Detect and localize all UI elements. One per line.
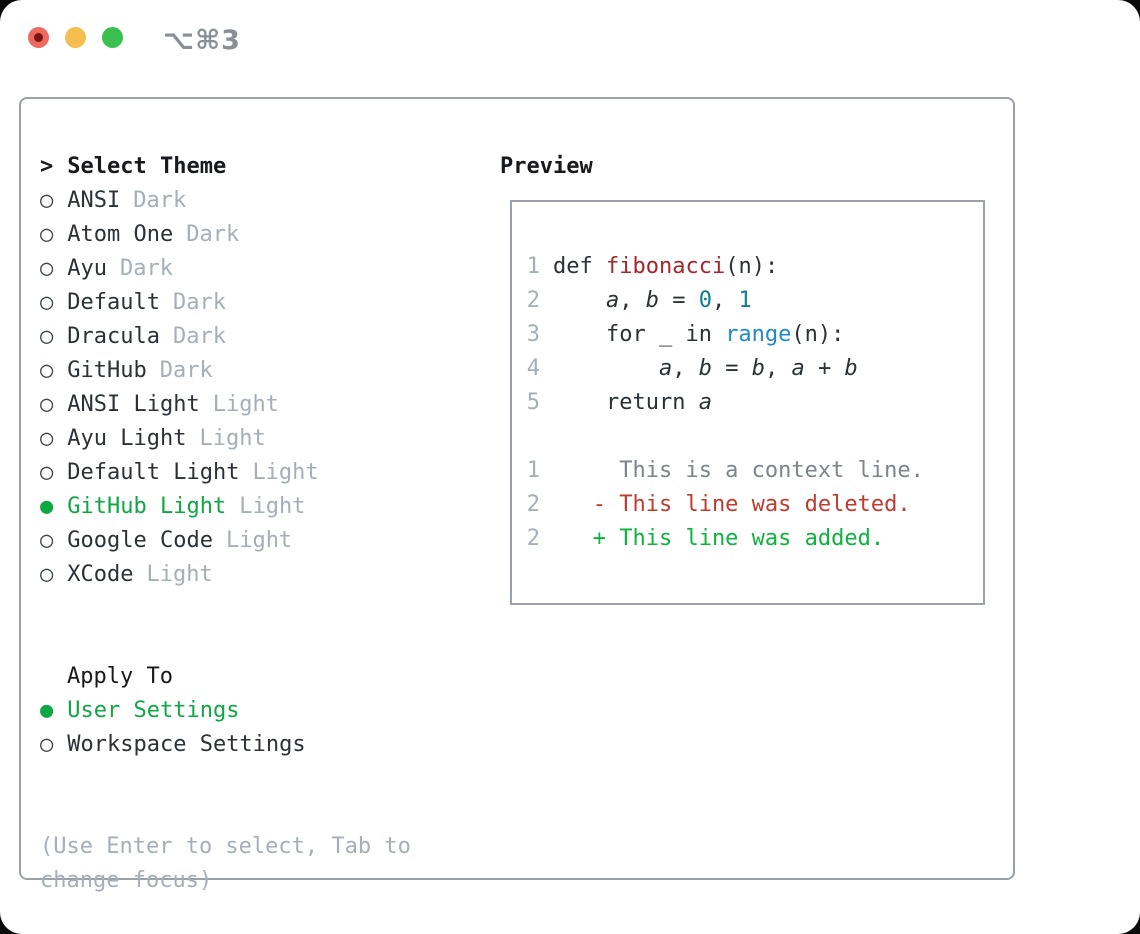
theme-name: GitHub Light [67, 494, 227, 519]
theme-option-google-code[interactable]: ○ Google Code Light [40, 524, 480, 558]
theme-variant: Light [252, 460, 319, 485]
window-title: ⌥⌘3 [163, 25, 241, 56]
theme-name: ANSI Light [67, 392, 200, 417]
theme-variant: Dark [172, 324, 226, 349]
theme-variant: Light [212, 392, 279, 417]
line-number: 5 [526, 390, 540, 415]
spacer [40, 626, 480, 660]
traffic-lights [28, 27, 139, 48]
theme-name: Dracula [67, 324, 160, 349]
line-number: 1 [526, 254, 540, 279]
code-content: a, b = b, a + b [658, 356, 858, 381]
line-number: 2 [526, 288, 540, 313]
keyboard-hint: (Use Enter to select, Tab to change focu… [40, 834, 411, 893]
preview-column: Preview 1 def fibonacci(n): 2 a, b = 0, … [500, 99, 1013, 878]
diff-deleted-text: - This line was deleted. [553, 492, 911, 517]
window-titlebar: ⌥⌘3 [0, 0, 1140, 97]
theme-option-github-dark[interactable]: ○ GitHub Dark [40, 354, 480, 388]
theme-option-default-dark[interactable]: ○ Default Dark [40, 286, 480, 320]
theme-name: ANSI [67, 188, 121, 213]
theme-option-default-light[interactable]: ○ Default Light Light [40, 456, 480, 490]
theme-option-ayu-light[interactable]: ○ Ayu Light Light [40, 422, 480, 456]
theme-variant: Light [199, 426, 266, 451]
theme-name: Atom One [67, 222, 174, 247]
theme-list-title: Select Theme [67, 154, 227, 179]
radio-unselected-icon: ○ [40, 460, 54, 485]
radio-unselected-icon: ○ [40, 188, 54, 213]
theme-option-xcode[interactable]: ○ XCode Light [40, 558, 480, 592]
theme-name: XCode [67, 562, 134, 587]
line-number: 1 [526, 458, 540, 483]
radio-unselected-icon: ○ [40, 562, 54, 587]
theme-variant: Dark [186, 222, 240, 247]
theme-variant: Light [239, 494, 306, 519]
radio-unselected-icon: ○ [40, 222, 54, 247]
theme-variant: Light [225, 528, 293, 553]
radio-unselected-icon: ○ [40, 358, 54, 383]
code-line: 5 return a [524, 386, 983, 420]
code-line: 2 a, b = 0, 1 [524, 284, 983, 318]
apply-to-header: Apply To [67, 664, 173, 689]
theme-option-ansi-dark[interactable]: ○ ANSI Dark [40, 184, 480, 218]
code-content: a, b = 0, 1 [605, 288, 752, 313]
unsaved-dot-icon [34, 33, 43, 42]
close-button[interactable] [28, 27, 49, 48]
theme-option-ayu-dark[interactable]: ○ Ayu Dark [40, 252, 480, 286]
code-line: 1 def fibonacci(n): [524, 250, 983, 284]
line-number: 2 [526, 492, 540, 517]
cursor-caret-icon: > [40, 154, 54, 179]
diff-added-text: + This line was added. [553, 526, 885, 551]
diff-line-added: 2 + This line was added. [524, 522, 983, 556]
apply-option-user-settings[interactable]: ● User Settings [40, 694, 480, 728]
diff-line-context: 1 This is a context line. [524, 454, 983, 488]
apply-option-label: User Settings [67, 698, 240, 723]
minimize-button[interactable] [65, 27, 86, 48]
code-content: def fibonacci(n): [553, 254, 779, 279]
spacer [524, 420, 983, 454]
theme-option-ansi-light[interactable]: ○ ANSI Light Light [40, 388, 480, 422]
theme-variant: Light [146, 562, 213, 587]
theme-name: GitHub [67, 358, 147, 383]
zoom-button[interactable] [102, 27, 123, 48]
theme-variant: Dark [120, 256, 173, 281]
radio-unselected-icon: ○ [40, 528, 54, 553]
theme-name: Google Code [67, 528, 213, 553]
preview-box: 1 def fibonacci(n): 2 a, b = 0, 1 3 for … [510, 200, 985, 605]
theme-variant: Dark [172, 290, 226, 315]
line-number: 4 [526, 356, 540, 381]
code-content: return a [553, 390, 712, 415]
code-line: 4 a, b = b, a + b [524, 352, 983, 386]
radio-selected-icon: ● [40, 494, 54, 519]
diff-context-text: This is a context line. [553, 458, 924, 483]
theme-name: Ayu [67, 256, 107, 281]
theme-name: Ayu Light [67, 426, 187, 451]
radio-selected-icon: ● [40, 698, 54, 723]
theme-option-atom-one-dark[interactable]: ○ Atom One Dark [40, 218, 480, 252]
apply-option-label: Workspace Settings [67, 732, 306, 757]
radio-unselected-icon: ○ [40, 426, 54, 451]
theme-list-header: > Select Theme [40, 150, 480, 184]
spacer [40, 592, 480, 626]
theme-option-dracula-dark[interactable]: ○ Dracula Dark [40, 320, 480, 354]
radio-unselected-icon: ○ [40, 324, 54, 349]
preview-header: Preview [500, 154, 593, 179]
theme-option-github-light[interactable]: ● GitHub Light Light [40, 490, 480, 524]
theme-name: Default Light [67, 460, 240, 485]
theme-variant: Dark [159, 358, 213, 383]
radio-unselected-icon: ○ [40, 392, 54, 417]
line-number: 2 [526, 526, 540, 551]
code-content: for _ in range(n): [553, 322, 845, 347]
apply-option-workspace-settings[interactable]: ○ Workspace Settings [40, 728, 480, 762]
theme-name: Default [67, 290, 160, 315]
code-line: 3 for _ in range(n): [524, 318, 983, 352]
diff-line-deleted: 2 - This line was deleted. [524, 488, 983, 522]
radio-unselected-icon: ○ [40, 256, 54, 281]
theme-variant: Dark [133, 188, 187, 213]
radio-unselected-icon: ○ [40, 290, 54, 315]
line-number: 3 [526, 322, 540, 347]
radio-unselected-icon: ○ [40, 732, 54, 757]
